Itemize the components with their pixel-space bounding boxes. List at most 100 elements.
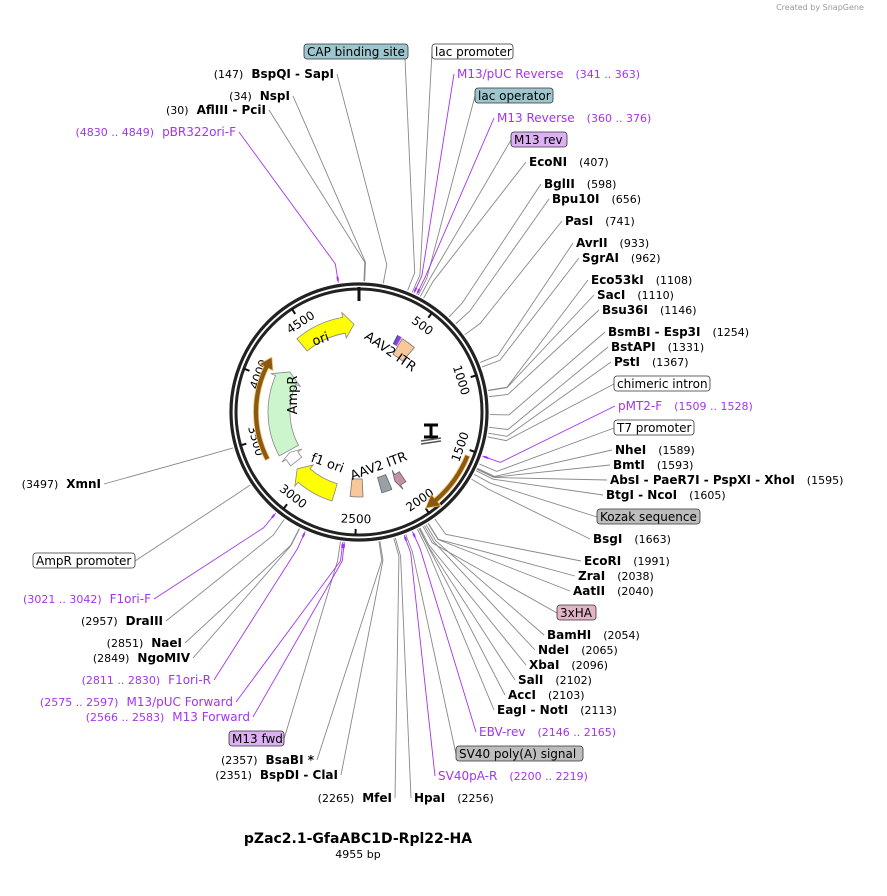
map-label-enzyme[interactable]: BmtI(1593) <box>613 458 693 472</box>
map-label-enzyme[interactable]: XbaI(2096) <box>529 658 608 672</box>
map-label-box[interactable]: AmpR promoter <box>32 552 136 569</box>
map-label-enzyme[interactable]: BsgI(1663) <box>593 532 671 546</box>
map-label-enzyme[interactable]: SgrAI(962) <box>582 251 661 265</box>
map-label-enzyme[interactable]: NdeI(2065) <box>538 643 618 657</box>
leader-line <box>336 73 388 284</box>
feature-label-box[interactable] <box>556 604 597 621</box>
map-label-enzyme[interactable]: PstI(1367) <box>614 355 689 369</box>
leader-line <box>476 468 608 481</box>
f1-ori-feature-arrow[interactable] <box>294 464 338 502</box>
feature-label-box[interactable] <box>474 87 554 104</box>
map-label-enzyme[interactable]: ZraI(2038) <box>578 569 654 583</box>
feature-label-box[interactable] <box>303 43 409 60</box>
map-label-box[interactable]: lac operator <box>474 87 554 104</box>
ring-tick-label: 1000 <box>450 363 472 396</box>
aav2-itr-feature-box[interactable] <box>349 478 364 498</box>
map-label-enzyme[interactable]: Eco53kI(1108) <box>591 273 692 287</box>
leader-line <box>340 541 384 776</box>
map-label-box[interactable]: CAP binding site <box>303 43 409 60</box>
map-label-box[interactable]: chimeric intron <box>613 375 711 392</box>
feature-label-box[interactable] <box>431 43 514 60</box>
map-label-primer[interactable]: (3021 .. 3042)F1ori-F <box>23 592 151 606</box>
leader-line <box>184 528 300 644</box>
map-label-enzyme[interactable]: BstAPI(1331) <box>611 340 704 354</box>
svg-text:(2566 .. 2583)M13 Forward: (2566 .. 2583)M13 Forward <box>86 710 250 724</box>
map-label-enzyme[interactable]: BtgI - NcoI(1605) <box>606 488 726 502</box>
leader-line <box>420 139 512 297</box>
leader-line <box>480 242 574 363</box>
sv40-polya-feature-box[interactable] <box>377 474 393 494</box>
map-label-enzyme[interactable]: SacI(1110) <box>597 288 674 302</box>
map-label-enzyme[interactable]: (147)BspQI - SapI <box>214 67 334 81</box>
map-label-enzyme[interactable]: (2851)NaeI <box>107 636 182 650</box>
map-label-enzyme[interactable]: BsmBI - Esp3I(1254) <box>608 325 749 339</box>
map-label-enzyme[interactable]: Bsu36I(1146) <box>602 303 697 317</box>
map-label-enzyme[interactable]: AccI(2103) <box>508 688 585 702</box>
feature-label-box[interactable] <box>32 552 136 569</box>
feature-label-text: 3xHA <box>560 606 593 620</box>
map-label-enzyme[interactable]: SalI(2102) <box>518 673 592 687</box>
map-label-enzyme[interactable]: (2957)DraIII <box>81 614 163 628</box>
map-label-box[interactable]: 3xHA <box>556 604 597 621</box>
svg-text:(3497)XmnI: (3497)XmnI <box>22 477 101 491</box>
map-label-enzyme[interactable]: PasI(741) <box>565 214 635 228</box>
map-label-enzyme[interactable]: (34)NspI <box>229 89 290 103</box>
map-label-primer[interactable]: SV40pA-R(2200 .. 2219) <box>438 769 588 783</box>
ori-feature-arrow[interactable] <box>296 311 355 352</box>
feature-label-box[interactable] <box>455 745 584 762</box>
3xha-feature-arrow[interactable] <box>391 469 407 490</box>
orange-arc-left[interactable] <box>253 356 274 461</box>
label-name: M13 Forward <box>172 710 250 724</box>
map-label-enzyme[interactable]: HpaI(2256) <box>414 791 494 805</box>
map-label-enzyme[interactable]: (2351)BspDI - ClaI <box>215 768 338 782</box>
map-label-enzyme[interactable]: EcoNI(407) <box>529 155 609 169</box>
map-label-box[interactable]: Kozak sequence <box>596 508 701 525</box>
ampr-feature-arrow[interactable] <box>267 371 302 457</box>
label-name: PasI <box>565 214 593 228</box>
map-label-box[interactable]: T7 promoter <box>613 419 695 436</box>
ring-tick <box>469 449 476 453</box>
map-label-primer[interactable]: M13/pUC Reverse(341 .. 363) <box>457 67 640 81</box>
svg-text:AatII(2040): AatII(2040) <box>573 584 654 598</box>
map-label-primer[interactable]: (2566 .. 2583)M13 Forward <box>86 710 250 724</box>
label-position: (2811 .. 2830) <box>82 674 161 687</box>
feature-label-box[interactable] <box>613 419 695 436</box>
map-label-box[interactable]: SV40 poly(A) signal <box>455 745 584 762</box>
map-label-enzyme[interactable]: NheI(1589) <box>615 443 695 457</box>
label-name: M13 Reverse <box>497 111 575 125</box>
map-label-primer[interactable]: (2811 .. 2830)F1ori-R <box>82 673 211 687</box>
map-label-box[interactable]: M13 fwd <box>228 730 285 747</box>
svg-text:XbaI(2096): XbaI(2096) <box>529 658 608 672</box>
feature-label-box[interactable] <box>613 375 711 392</box>
map-label-primer[interactable]: (4830 .. 4849)pBR322ori-F <box>76 125 237 139</box>
map-label-box[interactable]: M13 rev <box>510 131 568 148</box>
map-label-enzyme[interactable]: AbsI - PaeR7I - PspXI - XhoI(1595) <box>610 473 843 487</box>
map-label-primer[interactable]: pMT2-F(1509 .. 1528) <box>618 399 753 413</box>
map-label-primer[interactable]: M13 Reverse(360 .. 376) <box>497 111 651 125</box>
feature-label-box[interactable] <box>228 730 285 747</box>
map-label-enzyme[interactable]: (2357)BsaBI * <box>221 753 315 767</box>
feature-label-box[interactable] <box>596 508 701 525</box>
map-label-box[interactable]: lac promoter <box>431 43 514 60</box>
aav2-itr-feature-box[interactable] <box>392 338 415 362</box>
svg-text:BamHI(2054): BamHI(2054) <box>547 628 640 642</box>
map-label-enzyme[interactable]: EcoRI(1991) <box>584 554 670 568</box>
leader-line <box>487 383 615 442</box>
map-label-enzyme[interactable]: (2849)NgoMIV <box>93 651 191 665</box>
map-label-enzyme[interactable]: EagI - NotI(2113) <box>497 703 617 717</box>
map-label-enzyme[interactable]: AatII(2040) <box>573 584 654 598</box>
map-label-primer[interactable]: EBV-rev(2146 .. 2165) <box>479 725 616 739</box>
map-label-enzyme[interactable]: (2265)MfeI <box>318 791 392 805</box>
label-name: ZraI <box>578 569 605 583</box>
feature-label-box[interactable] <box>510 131 568 148</box>
orange-arc-right[interactable] <box>424 454 471 509</box>
map-label-primer[interactable]: (2575 .. 2597)M13/pUC Forward <box>40 695 233 709</box>
map-label-enzyme[interactable]: (3497)XmnI <box>22 477 101 491</box>
map-label-enzyme[interactable]: BamHI(2054) <box>547 628 640 642</box>
ampr-promoter-arrow[interactable] <box>281 448 303 467</box>
map-label-enzyme[interactable]: BglII(598) <box>544 177 616 191</box>
map-label-enzyme[interactable]: (30)AflIII - PciI <box>166 103 266 117</box>
map-label-enzyme[interactable]: Bpu10I(656) <box>552 192 641 206</box>
plasmid-length: 4955 bp <box>335 848 380 861</box>
map-label-enzyme[interactable]: AvrII(933) <box>576 236 649 250</box>
